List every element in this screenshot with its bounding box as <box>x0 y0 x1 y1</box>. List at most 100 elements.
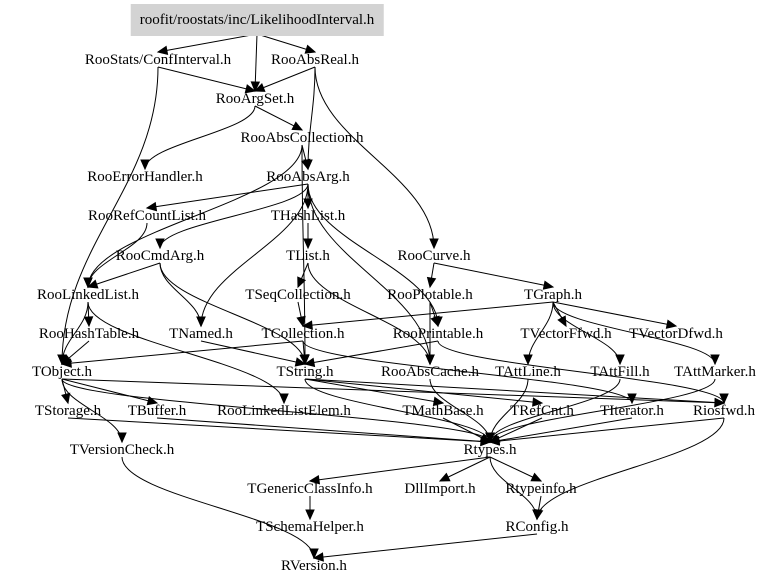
arrowhead-rooplotable-to-rooprintable <box>430 315 440 328</box>
edge-rooabsarg-to-roocmdarg <box>159 183 309 249</box>
arrowhead-confinterval-to-rooargset <box>244 84 257 94</box>
edge-tstorage-to-rtypes <box>67 417 491 443</box>
edge-rtypes-to-tgenericclassinfo <box>309 456 491 482</box>
arrowhead-tnamed-to-tstring <box>294 357 307 367</box>
node-tstorage[interactable]: TStorage.h <box>34 403 102 419</box>
node-rooabscache[interactable]: RooAbsCache.h <box>381 364 479 380</box>
arrowhead-tmathbase-to-rtypes <box>479 433 492 443</box>
arrowhead-rooabscollection-to-rooabsarg <box>301 158 311 171</box>
edge-tlist-to-rooabscache <box>307 262 431 365</box>
node-dllimport[interactable]: DllImport.h <box>404 481 476 497</box>
node-rooplotable[interactable]: RooPlotable.h <box>387 287 473 303</box>
arrowhead-roorefcountlist-to-roolinkedlist <box>83 277 93 289</box>
arrowhead-rtypes-to-dllimport <box>438 472 451 482</box>
node-rooprintable[interactable]: RooPrintable.h <box>392 326 484 342</box>
edge-rooabsarg-to-rooprintable <box>307 183 439 327</box>
arrowhead-roolinkedlist-to-roohashtable <box>83 316 94 328</box>
node-tstring[interactable]: TString.h <box>276 364 334 380</box>
arrowhead-tgraph-to-tattmarker <box>710 354 720 366</box>
node-tobject[interactable]: TObject.h <box>31 364 93 380</box>
arrowhead-rooplotable-to-rooabscache <box>425 354 435 366</box>
node-rtypeinfo[interactable]: Rtypeinfo.h <box>505 481 577 497</box>
node-rconfig[interactable]: RConfig.h <box>505 519 569 535</box>
edge-tobject-to-rtypes <box>61 378 491 443</box>
edge-tcollection-to-tobject <box>61 340 304 365</box>
arrowhead-tgraph-to-tvectordfwd <box>665 319 678 329</box>
arrowhead-tlist-to-tseqcollection <box>297 276 307 289</box>
edge-tstring-to-tmathbase <box>304 378 444 404</box>
node-rooargset[interactable]: RooArgSet.h <box>215 91 295 107</box>
node-rooabscollection[interactable]: RooAbsCollection.h <box>240 130 364 146</box>
node-tvectordfwd[interactable]: TVectorDfwd.h <box>629 326 723 342</box>
edge-rooabsreal-to-rooabsarg <box>307 66 316 170</box>
arrowhead-rooprintable-to-riosfwd <box>719 393 729 405</box>
node-tvectorffwd[interactable]: TVectorFfwd.h <box>520 326 612 342</box>
node-tlist[interactable]: TList.h <box>286 248 330 264</box>
edge-rooprintable-to-riosfwd <box>437 340 725 404</box>
node-roocurve[interactable]: RooCurve.h <box>397 248 471 264</box>
node-confinterval[interactable]: RooStats/ConfInterval.h <box>84 52 232 68</box>
arrowhead-tgenericclassinfo-to-tschemahelper <box>305 509 315 521</box>
edge-tattmarker-to-rtypes <box>489 378 716 443</box>
edge-roocurve-to-tgraph <box>433 262 554 288</box>
node-tversioncheck[interactable]: TVersionCheck.h <box>69 442 175 458</box>
arrowhead-root-to-rooabsreal <box>304 44 317 54</box>
arrowhead-rooabsreal-to-rooargset <box>253 83 266 92</box>
edge-titerator-to-rtypes <box>489 417 633 443</box>
node-roolinkedlist[interactable]: RooLinkedList.h <box>36 287 140 303</box>
node-rooabsarg[interactable]: RooAbsArg.h <box>266 169 350 185</box>
edge-confinterval-to-tobject <box>61 66 159 365</box>
node-roocmdarg[interactable]: RooCmdArg.h <box>115 248 205 264</box>
node-rooerrorhandler[interactable]: RooErrorHandler.h <box>87 169 203 185</box>
node-rtypes[interactable]: Rtypes.h <box>463 442 517 458</box>
edge-tobject-to-riosfwd <box>61 378 725 404</box>
edge-tgraph-to-tcollection <box>302 301 554 327</box>
arrowhead-tstring-to-riosfwd <box>714 397 726 408</box>
arrowhead-tcollection-to-tobject <box>60 358 72 368</box>
node-tgraph[interactable]: TGraph.h <box>524 287 582 303</box>
node-tattmarker[interactable]: TAttMarker.h <box>674 364 756 380</box>
node-tbuffer[interactable]: TBuffer.h <box>127 403 187 419</box>
arrowhead-rooargset-to-rooerrorhandler <box>140 159 150 171</box>
node-tgenericclassinfo[interactable]: TGenericClassInfo.h <box>247 481 373 497</box>
arrowhead-tversioncheck-to-rversion <box>309 548 319 560</box>
node-tattline[interactable]: TAttLine.h <box>495 364 561 380</box>
node-tnamed[interactable]: TNamed.h <box>169 326 233 342</box>
arrowhead-tobject-to-tversioncheck <box>117 432 127 444</box>
edge-riosfwd-to-rtypes <box>489 417 725 443</box>
node-roolinkedlistelem[interactable]: RooLinkedListElem.h <box>217 403 351 419</box>
edge-rooabsarg-to-tnamed <box>200 183 309 327</box>
node-rversion[interactable]: RVersion.h <box>281 558 347 574</box>
edge-tcollection-to-titerator <box>302 340 633 404</box>
arrowhead-tstring-to-tmathbase <box>432 396 445 407</box>
edge-roocmdarg-to-tnamed <box>159 262 202 327</box>
node-rooabsreal[interactable]: RooAbsReal.h <box>271 52 359 68</box>
edge-riosfwd-to-rconfig <box>536 417 725 520</box>
node-trefcnt[interactable]: TRefCnt.h <box>510 403 574 419</box>
node-tattfill[interactable]: TAttFill.h <box>590 364 650 380</box>
arrowhead-rtypes-to-rtypeinfo <box>530 472 543 482</box>
edge-tbuffer-to-rtypes <box>156 417 491 443</box>
edge-tstring-to-trefcnt <box>304 378 543 404</box>
edge-tversioncheck-to-rversion <box>121 456 315 559</box>
node-root[interactable]: roofit/roostats/inc/LikelihoodInterval.h <box>130 4 384 36</box>
arrowhead-tattmarker-to-rtypes <box>485 432 495 444</box>
node-roorefcountlist[interactable]: RooRefCountList.h <box>88 208 206 224</box>
edge-tstring-to-riosfwd <box>304 378 725 404</box>
edge-rooabsarg-to-roorefcountlist <box>146 183 309 209</box>
edge-tstring-to-rtypes <box>304 378 491 443</box>
arrowhead-root-to-rooargset <box>250 81 261 93</box>
edge-rooabscollection-to-tstring <box>301 144 306 365</box>
node-tmathbase[interactable]: TMathBase.h <box>402 403 484 419</box>
node-tseqcollection[interactable]: TSeqCollection.h <box>245 287 351 303</box>
node-riosfwd[interactable]: Riosfwd.h <box>692 403 756 419</box>
node-thashlist[interactable]: THashList.h <box>270 208 346 224</box>
node-tcollection[interactable]: TCollection.h <box>261 326 345 342</box>
node-tschemahelper[interactable]: TSchemaHelper.h <box>256 519 364 535</box>
edge-rooabsreal-to-roocurve <box>314 66 435 249</box>
node-roohashtable[interactable]: RooHashTable.h <box>38 326 140 342</box>
node-titerator[interactable]: TIterator.h <box>600 403 664 419</box>
arrowhead-rtypes-to-tgenericclassinfo <box>308 475 321 485</box>
